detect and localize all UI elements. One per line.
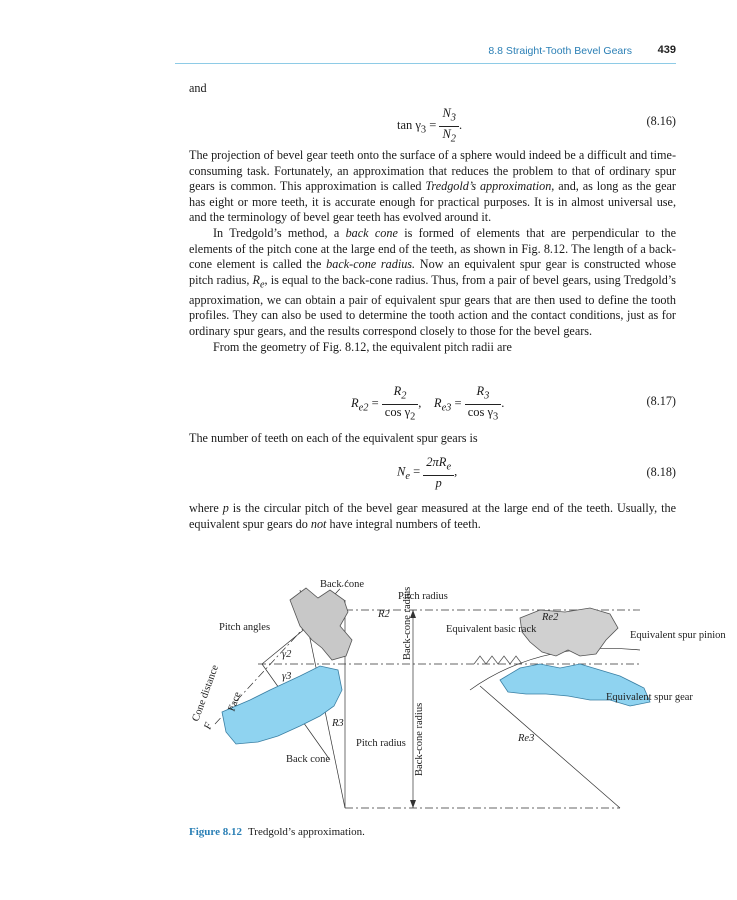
label-re2: Re2 [541,612,559,623]
re3-radius-line [479,685,621,809]
equation-8-16: tan γ3 = N3 N2 . (8.16) [397,106,676,144]
eq816-fraction: N3 N2 [439,106,459,146]
label-re3: Re3 [517,733,534,744]
gamma-line-2 [261,599,341,665]
label-r2: R2 [377,609,390,620]
eq816-number: (8.16) [646,114,676,128]
basic-rack [473,655,523,665]
caption-label: Figure 8.12 [189,826,242,838]
eq817-fraction-b: R3 cos γ3 [464,384,502,424]
eq818-number: (8.18) [646,465,676,479]
label-equivalent-spur-pinion: Equivalent spur pinion [630,630,726,641]
label-face: Face [226,690,243,713]
caption-text: Tredgold’s approximation. [247,826,365,838]
paragraph-4: The number of teeth on each of the equiv… [189,431,478,445]
eq817-number: (8.17) [646,394,676,408]
text-and: and [189,81,676,97]
label-pitch-radius-bottom: Pitch radius [356,738,406,749]
label-pitch-radius-top: Pitch radius [398,591,448,602]
back-cone-line-top [299,589,346,809]
label-back-cone-top: Back cone [320,579,364,590]
label-r3: R3 [331,718,344,729]
eq816-lhs: tan γ3 [397,117,427,136]
cone-axis-line [214,579,349,725]
arrow-bottom [410,800,416,808]
gear-arc [469,648,641,691]
label-back-cone-radius-long: Back-cone radius [414,703,425,776]
label-cone-distance: Cone distance [190,663,221,723]
eq818-fraction: 2πRe p [423,455,455,491]
paragraph-5: where p is the circular pitch of the bev… [189,501,676,531]
figure-caption: Figure 8.12 Tredgold’s approximation. [189,826,365,838]
equation-8-18: Ne = 2πRe p , (8.18) [397,455,676,491]
spur-gear [499,663,651,707]
header-rule [175,63,676,64]
paragraph-2: In Tredgold’s method, a back cone is for… [189,225,676,338]
label-back-cone-radius-short: Back-cone radius [402,587,413,660]
gear-body [221,665,343,745]
arrow-top [410,610,416,618]
pinion-body [289,587,353,661]
gamma-line-3 [261,663,331,761]
page-number: 439 [657,44,676,56]
label-f: F [202,721,215,732]
label-gamma2: γ2 [282,649,292,660]
and-word: and [189,81,207,95]
spur-pinion [519,607,619,657]
paragraph-1: The projection of bevel gear teeth onto … [189,148,676,354]
label-gamma3: γ3 [282,671,291,682]
paragraph-3: From the geometry of Fig. 8.12, the equi… [213,339,512,354]
label-back-cone-bottom: Back cone [286,754,330,765]
running-header: 8.8 Straight-Tooth Bevel Gears 439 [175,44,676,64]
label-equivalent-spur-gear: Equivalent spur gear [606,692,693,703]
label-equivalent-basic-rack: Equivalent basic rack [446,624,537,635]
label-pitch-angles: Pitch angles [219,622,270,633]
equation-8-17: Re2 = R2 cos γ2 , Re3 = R3 cos γ3 . (8.1… [351,384,676,422]
eq817-fraction-a: R2 cos γ2 [381,384,419,424]
section-title: 8.8 Straight-Tooth Bevel Gears [488,45,632,57]
